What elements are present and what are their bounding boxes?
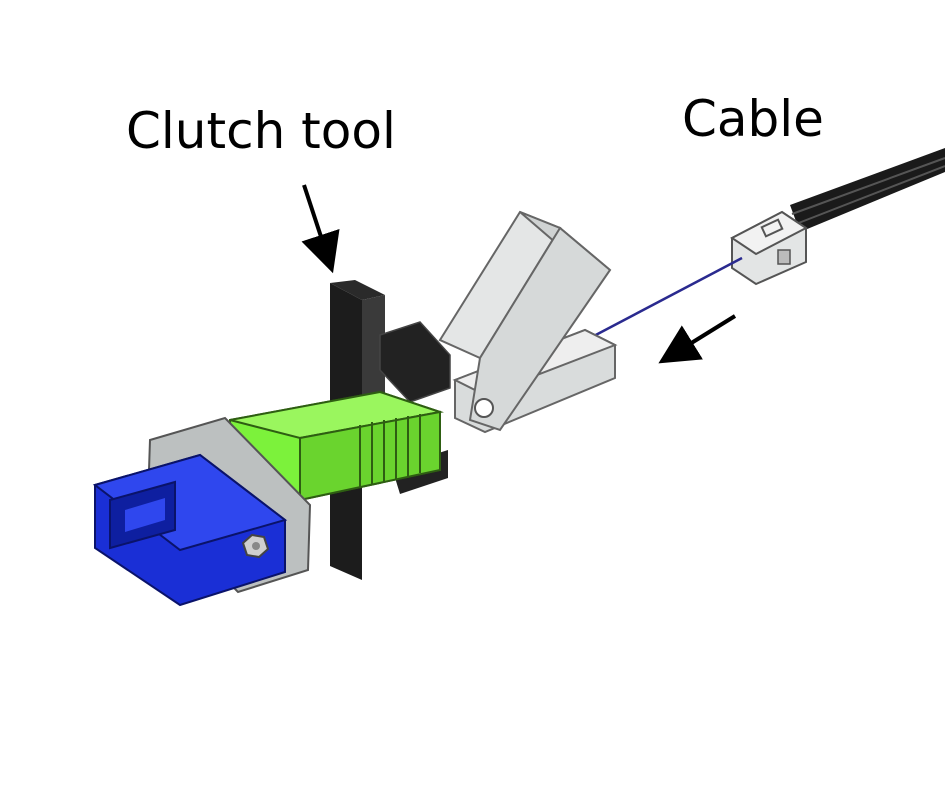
green-connector-body xyxy=(229,390,444,502)
cable-jacket xyxy=(790,148,945,232)
clutch-tool-arrow xyxy=(301,184,340,274)
hex-nut-icon xyxy=(241,533,270,559)
cable-label: Cable xyxy=(682,90,824,148)
insertion-arrow xyxy=(658,314,737,364)
clutch-tool-label: Clutch tool xyxy=(126,102,396,160)
grey-lever xyxy=(438,210,612,432)
blue-adapter-housing xyxy=(92,453,288,607)
pivot-pin-icon xyxy=(474,398,494,418)
cable-boot xyxy=(730,210,808,286)
fiber-strand xyxy=(589,256,743,340)
cable xyxy=(790,148,945,232)
clutch-tool xyxy=(330,280,451,580)
